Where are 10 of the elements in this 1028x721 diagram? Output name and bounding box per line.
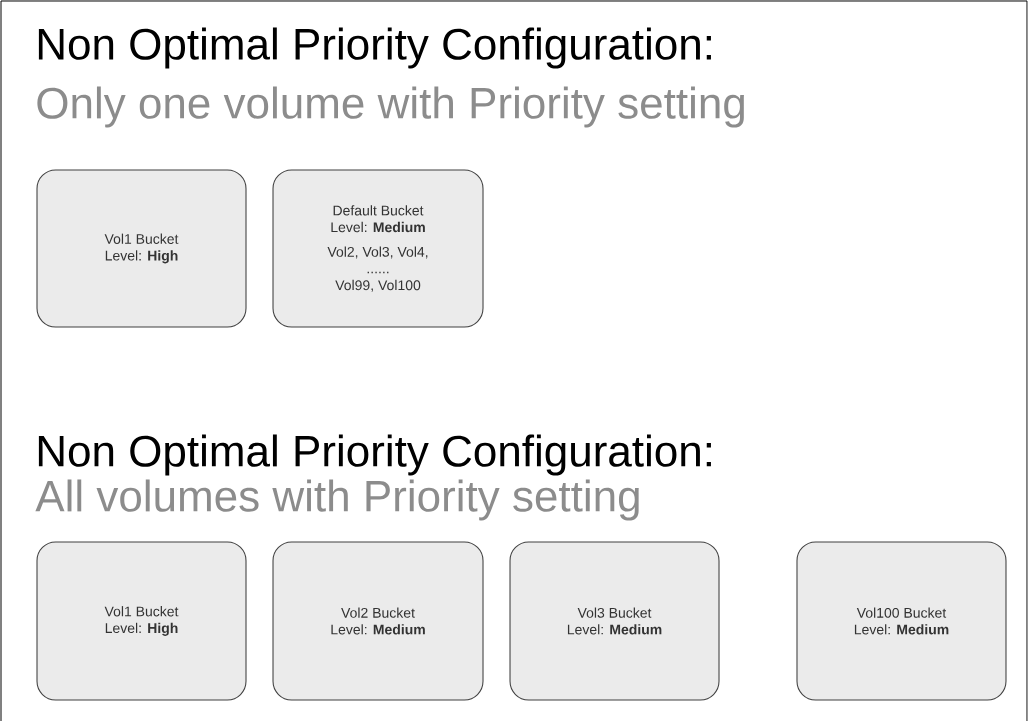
- subheading: All volumes with Priority setting: [35, 479, 639, 521]
- bucket-box: Default Bucket Level: Medium Vol2, Vol3, Vol4, ...... Vol99, Vol100: [272, 169, 484, 328]
- bucket-box: Vol3 Bucket Level: Medium: [509, 541, 720, 701]
- subheading: Only one volume with Priority setting: [37, 86, 744, 128]
- bucket-box: Vol1 Bucket Level: High: [36, 169, 247, 328]
- heading: Non Optimal Priority Configuration:: [38, 434, 711, 476]
- bucket-box: Vol100 Bucket Level: Medium: [796, 541, 1007, 701]
- heading: Non Optimal Priority Configuration:: [38, 27, 711, 69]
- bucket-box: Vol1 Bucket Level: High: [36, 541, 247, 701]
- bucket-box: Vol2 Bucket Level: Medium: [272, 541, 484, 701]
